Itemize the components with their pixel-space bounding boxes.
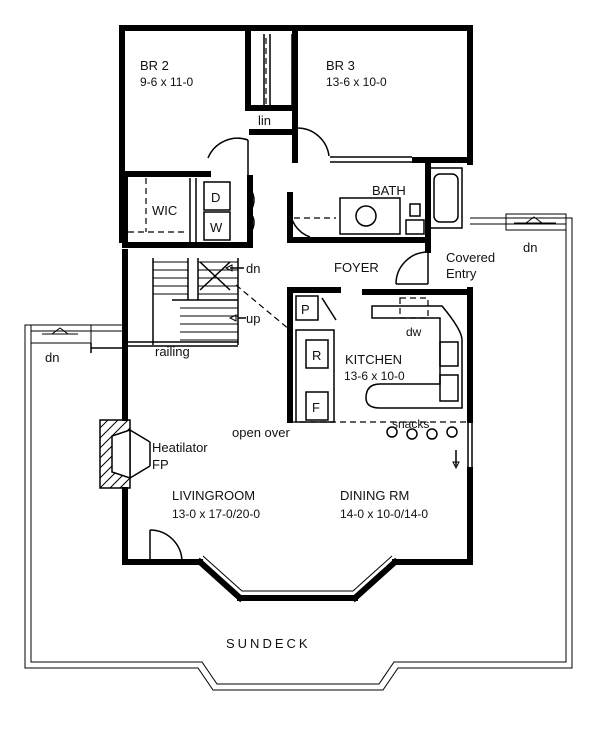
dining-size: 14-0 x 10-0/14-0 (340, 507, 428, 521)
sundeck-outline (24, 217, 573, 691)
bath-fixtures (294, 167, 463, 235)
bath-label: BATH (372, 183, 406, 198)
foyer-label: FOYER (334, 260, 379, 275)
railing-label: railing (155, 344, 190, 359)
deck-stairs-left-label: dn (45, 350, 59, 365)
linen-label: lin (258, 113, 271, 128)
br2-name: BR 2 (140, 58, 169, 73)
fridge-label: F (312, 400, 320, 415)
railing (128, 341, 238, 347)
dining-name: DINING RM (340, 488, 409, 503)
deck-steps-right (505, 213, 567, 231)
dishwasher-label: dw (406, 325, 422, 339)
sundeck-label: SUNDECK (226, 636, 311, 651)
stairs-up-label: up (246, 311, 260, 326)
br3-size: 13-6 x 10-0 (326, 75, 387, 89)
fireplace-label-line1: Heatilator (152, 440, 208, 455)
bay-windows (202, 555, 393, 592)
washer-dryer (203, 181, 231, 241)
fireplace (99, 419, 151, 489)
covered-entry-line2: Entry (446, 266, 477, 281)
kitchen-size: 13-6 x 10-0 (344, 369, 405, 383)
livingroom-name: LIVINGROOM (172, 488, 255, 503)
closet-shelves (128, 38, 267, 233)
dryer-label: D (211, 190, 220, 205)
stairs (152, 258, 291, 345)
stairs-down-label: dn (246, 261, 260, 276)
washer-label: W (210, 220, 223, 235)
br3-name: BR 3 (326, 58, 355, 73)
interior-walls (119, 25, 473, 423)
livingroom-size: 13-0 x 17-0/20-0 (172, 507, 260, 521)
kitchen-cabinets (290, 295, 470, 440)
br2-size: 9-6 x 11-0 (140, 75, 193, 89)
deck-steps-left (30, 324, 122, 353)
snacks-label: snacks (392, 417, 429, 431)
wic-label: WIC (152, 203, 177, 218)
kitchen-name: KITCHEN (345, 352, 402, 367)
doors (149, 127, 473, 563)
pantry-label: P (301, 302, 310, 317)
fireplace-label-line2: FP (152, 457, 169, 472)
deck-stairs-right-label: dn (523, 240, 537, 255)
covered-entry-line1: Covered (446, 250, 495, 265)
open-over-label: open over (232, 425, 290, 440)
range-label: R (312, 348, 321, 363)
